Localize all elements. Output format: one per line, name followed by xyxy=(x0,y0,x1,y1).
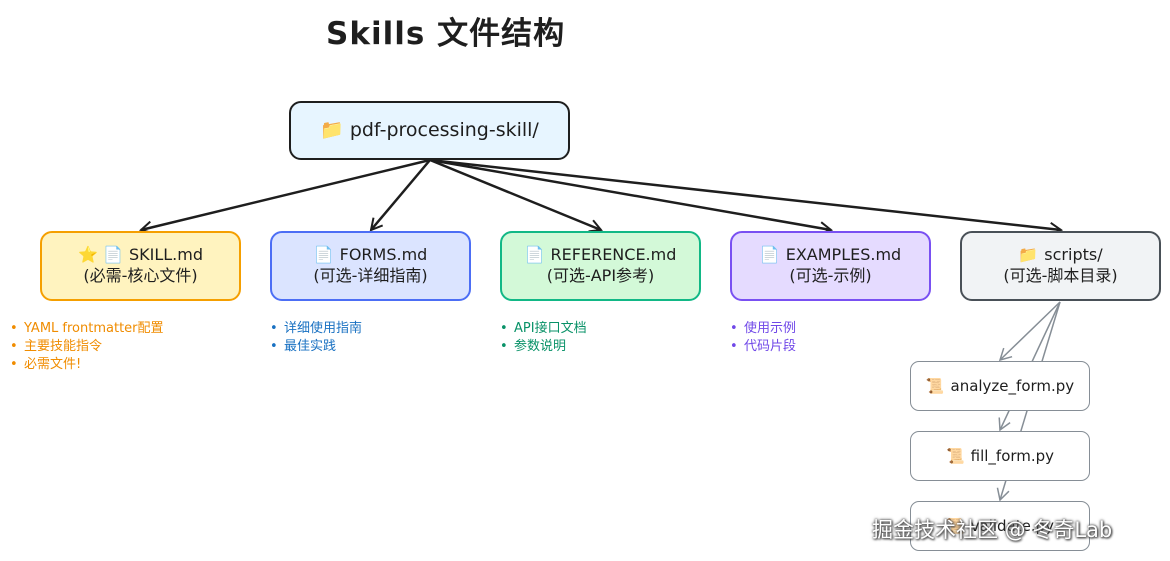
reference-md-name: REFERENCE.md xyxy=(550,245,677,265)
examples-md-desc: (可选-示例) xyxy=(789,266,872,285)
note-item: 最佳实践 xyxy=(270,338,362,356)
skill-md-node: ⭐ 📄SKILL.md (必需-核心文件) xyxy=(40,231,241,301)
note-item: 代码片段 xyxy=(730,338,796,356)
skill-md-name: SKILL.md xyxy=(128,245,203,265)
forms-md-notes: 详细使用指南 最佳实践 xyxy=(270,320,362,356)
validate-file-node: 📜 validate.py xyxy=(910,501,1090,551)
root-folder-node: 📁pdf-processing-skill/ xyxy=(289,101,570,160)
note-item: 使用示例 xyxy=(730,320,796,338)
forms-md-node: 📄FORMS.md (可选-详细指南) xyxy=(270,231,471,301)
file-name: fill_form.py xyxy=(970,447,1055,465)
star-document-icon: ⭐ 📄 xyxy=(78,245,123,265)
edge-root-to-skill xyxy=(141,158,431,230)
note-item: YAML frontmatter配置 xyxy=(10,320,164,338)
note-item: 必需文件! xyxy=(10,356,164,374)
folder-icon: 📁 xyxy=(1018,245,1039,265)
note-item: 参数说明 xyxy=(500,338,587,356)
scroll-icon: 📜 xyxy=(945,447,965,465)
reference-md-desc: (可选-API参考) xyxy=(546,266,655,285)
file-name: analyze_form.py xyxy=(950,377,1075,395)
edge-scripts-to-analyze xyxy=(998,301,1061,362)
examples-md-node: 📄EXAMPLES.md (可选-示例) xyxy=(730,231,931,301)
scroll-icon: 📜 xyxy=(945,517,965,535)
note-item: API接口文档 xyxy=(500,320,587,338)
scroll-icon: 📜 xyxy=(925,377,945,395)
skill-md-notes: YAML frontmatter配置 主要技能指令 必需文件! xyxy=(10,320,164,374)
root-folder-label: pdf-processing-skill/ xyxy=(349,119,539,142)
edge-root-to-reference xyxy=(429,158,601,230)
examples-md-notes: 使用示例 代码片段 xyxy=(730,320,796,356)
note-item: 详细使用指南 xyxy=(270,320,362,338)
examples-md-name: EXAMPLES.md xyxy=(785,245,902,265)
reference-md-notes: API接口文档 参数说明 xyxy=(500,320,587,356)
edge-root-to-scripts xyxy=(429,158,1061,230)
watermark: 掘金技术社区 @ 冬奇Lab xyxy=(872,518,1113,542)
scripts-folder-desc: (可选-脚本目录) xyxy=(1003,266,1118,285)
analyze-form-file-node: 📜 analyze_form.py xyxy=(910,361,1090,411)
forms-md-name: FORMS.md xyxy=(339,245,428,265)
fill-form-file-node: 📜 fill_form.py xyxy=(910,431,1090,481)
scripts-folder-name: scripts/ xyxy=(1044,245,1103,265)
edge-root-to-examples xyxy=(429,158,831,230)
document-icon: 📄 xyxy=(759,245,780,265)
diagram-title: Skills 文件结构 xyxy=(326,16,566,52)
note-item: 主要技能指令 xyxy=(10,338,164,356)
document-icon: 📄 xyxy=(313,245,334,265)
document-icon: 📄 xyxy=(524,245,545,265)
file-name: validate.py xyxy=(970,517,1055,535)
skill-md-desc: (必需-核心文件) xyxy=(83,266,198,285)
edge-root-to-forms xyxy=(371,159,431,230)
scripts-folder-node: 📁scripts/ (可选-脚本目录) xyxy=(960,231,1161,301)
folder-icon: 📁 xyxy=(320,119,344,142)
reference-md-node: 📄REFERENCE.md (可选-API参考) xyxy=(500,231,701,301)
forms-md-desc: (可选-详细指南) xyxy=(313,266,428,285)
